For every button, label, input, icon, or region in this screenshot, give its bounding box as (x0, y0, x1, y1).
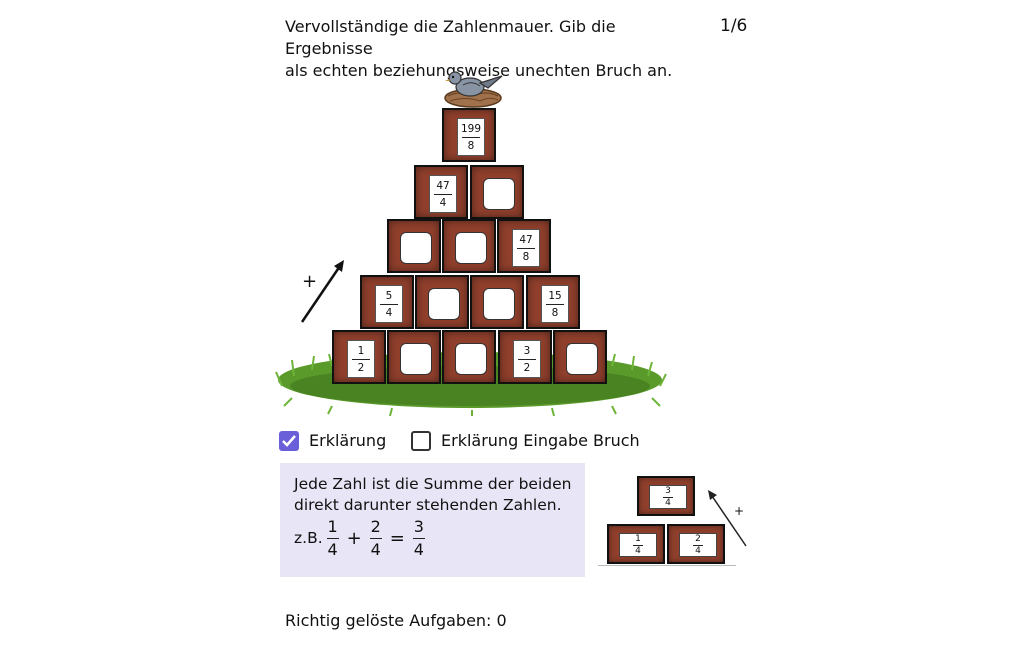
mini-plus-sign: + (734, 504, 745, 518)
brick-r5-c1: 1 2 (332, 330, 386, 384)
page-indicator: 1/6 (720, 16, 748, 36)
brick-r4-c4: 15 8 (526, 275, 580, 329)
arrow-up-right-icon (300, 260, 344, 323)
brick-r4-c1: 5 4 (360, 275, 414, 329)
brick-r2-c2 (470, 165, 524, 219)
arrow-up-left-icon (708, 490, 747, 547)
brick-value: 1 2 (347, 340, 375, 378)
eingabe-bruch-checkbox[interactable] (411, 431, 431, 451)
erklaerung-label[interactable]: Erklärung (309, 431, 387, 450)
brick-r1-c1: 199 8 (442, 108, 496, 162)
brick-r3-c3: 47 8 (497, 219, 551, 273)
explanation-line2: direkt darunter stehenden Zahlen. (294, 496, 562, 514)
mini-brick-left: 1 4 (607, 524, 665, 564)
brick-r2-c1: 47 4 (414, 165, 468, 219)
brick-r4-c3 (470, 275, 524, 329)
brick-value: 3 2 (513, 340, 541, 378)
brick-r5-c2 (387, 330, 441, 384)
brick-value: 47 4 (429, 175, 457, 213)
answer-input-r5-c5[interactable] (566, 343, 598, 375)
brick-r4-c2 (415, 275, 469, 329)
answer-input-r5-c2[interactable] (400, 343, 432, 375)
explanation-line1: Jede Zahl ist die Summe der beiden (294, 475, 572, 493)
explanation-example: z.B. 1 4 + 2 4 = 3 4 (294, 517, 425, 559)
fraction-b: 2 4 (369, 517, 382, 559)
explanation-box: Jede Zahl ist die Summe der beiden direk… (280, 463, 585, 577)
erklaerung-checkbox[interactable] (279, 431, 299, 451)
checkmark-icon (282, 435, 296, 447)
answer-input-r3-c1[interactable] (400, 232, 432, 264)
answer-input-r4-c2[interactable] (428, 288, 460, 320)
answer-input-r3-c2[interactable] (455, 232, 487, 264)
brick-r5-c5 (553, 330, 607, 384)
mini-brick-top: 3 4 (637, 476, 695, 516)
bird-nest-icon (444, 71, 503, 108)
brick-r3-c1 (387, 219, 441, 273)
plus-sign: + (302, 271, 318, 292)
answer-input-r4-c3[interactable] (483, 288, 515, 320)
solved-counter: Richtig gelöste Aufgaben: 0 (285, 611, 507, 630)
mini-ground-line (598, 565, 736, 566)
mini-brick-right: 2 4 (667, 524, 725, 564)
answer-input-r5-c3[interactable] (455, 343, 487, 375)
fraction-a: 1 4 (326, 517, 339, 559)
brick-value: 15 8 (541, 285, 569, 323)
brick-r5-c3 (442, 330, 496, 384)
brick-value: 199 8 (457, 118, 485, 156)
brick-r5-c4: 3 2 (498, 330, 552, 384)
task-instruction: Vervollständige die Zahlenmauer. Gib die… (285, 17, 673, 80)
brick-value: 47 8 (512, 229, 540, 267)
eingabe-bruch-label[interactable]: Erklärung Eingabe Bruch (441, 431, 640, 450)
fraction-c: 3 4 (412, 517, 425, 559)
brick-r3-c2 (442, 219, 496, 273)
answer-input-r2-c2[interactable] (483, 178, 515, 210)
brick-value: 5 4 (375, 285, 403, 323)
